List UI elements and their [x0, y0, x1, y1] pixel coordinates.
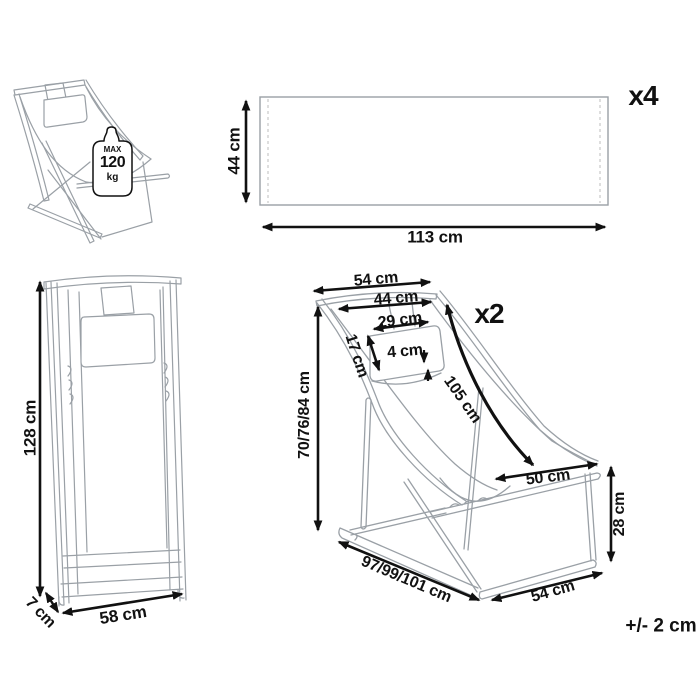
open-seat-height-label: 28 cm — [611, 491, 628, 537]
folded-height-label: 128 cm — [20, 399, 40, 457]
open-pillow-thickness-label: 4 cm — [386, 341, 424, 362]
dimension-arrows — [35, 99, 616, 616]
open-quantity-label: x2 — [474, 298, 504, 329]
open-chair-drawing — [315, 290, 601, 600]
tolerance-note: +/- 2 cm — [625, 615, 697, 637]
max-load-unit: kg — [106, 172, 119, 183]
folded-chair-drawing — [43, 275, 187, 607]
fabric-height-label: 44 cm — [224, 127, 244, 175]
max-load-text: MAX 120 kg — [93, 145, 132, 183]
max-load-label: MAX — [103, 145, 122, 154]
fabric-quantity-label: x4 — [628, 80, 658, 111]
sketch-chair-drawing — [13, 79, 171, 244]
fabric-panel-drawing — [259, 96, 609, 206]
fabric-width-label: 113 cm — [407, 227, 463, 247]
max-load-value: 120 — [99, 154, 126, 171]
max-load-badge — [92, 126, 133, 197]
open-height-options-label: 70/76/84 cm — [296, 371, 313, 459]
